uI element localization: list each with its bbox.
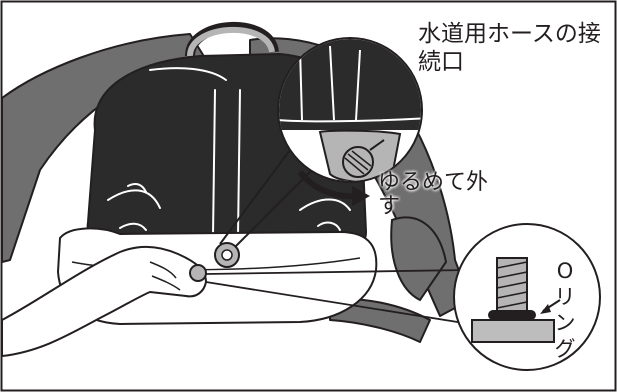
callout-lines-bottom	[205, 269, 471, 325]
curved-arrow-icon	[297, 170, 357, 200]
o-ring-label: Oリング	[554, 259, 576, 361]
hose-connection-label: 水道用ホースの接続口	[418, 21, 601, 75]
callout-lines-top	[219, 149, 313, 247]
hand	[1, 246, 207, 357]
loosen-remove-label: ゆるめて外す	[378, 170, 489, 219]
body-highlights	[107, 67, 351, 237]
zoom-circle-oring	[453, 223, 601, 371]
